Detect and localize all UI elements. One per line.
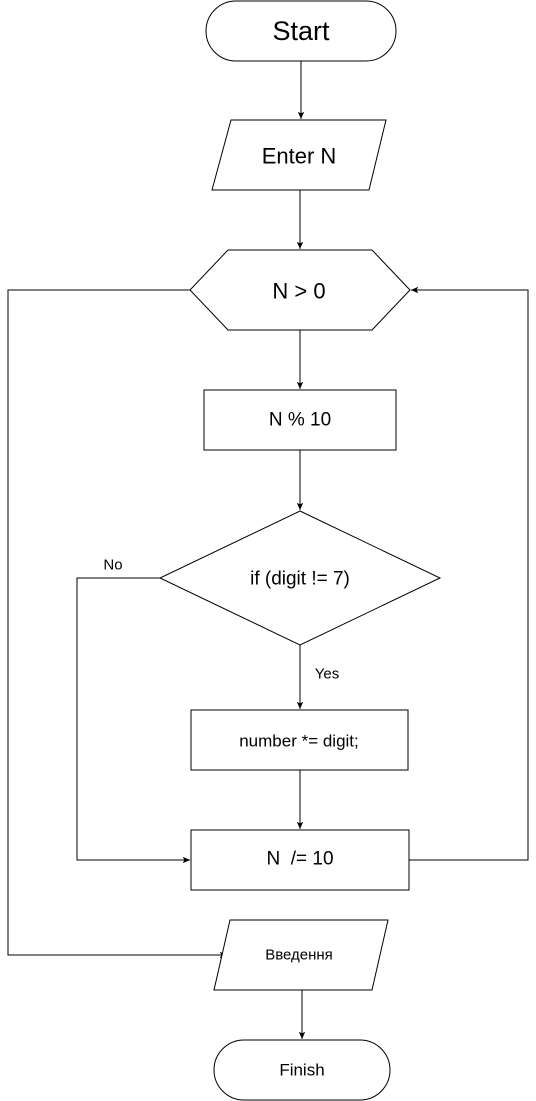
condition-diamond: if (digit != 7): [158, 510, 442, 646]
condition-label: if (digit != 7): [250, 569, 350, 590]
loop-hexagon: N > 0: [189, 249, 411, 331]
multiply-label: number *= digit;: [239, 732, 359, 751]
finish-label: Finish: [279, 1061, 324, 1080]
remainder-label: N % 10: [269, 410, 331, 431]
finish-terminator: Finish: [213, 1039, 391, 1101]
remainder-process: N % 10: [203, 389, 397, 451]
edge-divide-back-to-loop: [409, 286, 529, 861]
edge-condition-no-to-divide: [76, 577, 190, 864]
input-parallelogram: Enter N: [211, 119, 387, 191]
multiply-process: number *= digit;: [190, 709, 409, 771]
output-label: Введення: [265, 947, 333, 964]
output-parallelogram: Введення: [213, 919, 389, 991]
input-label: Enter N: [262, 144, 337, 169]
loop-label: N > 0: [272, 279, 325, 304]
edge-label-yes: Yes: [315, 666, 339, 683]
divide-label: N /= 10: [266, 849, 333, 870]
start-label: Start: [272, 16, 330, 46]
start-terminator: Start: [205, 0, 397, 62]
divide-process: N /= 10: [190, 829, 410, 891]
edge-label-no: No: [103, 557, 122, 574]
edge-loop-exit-to-output: [7, 289, 227, 959]
